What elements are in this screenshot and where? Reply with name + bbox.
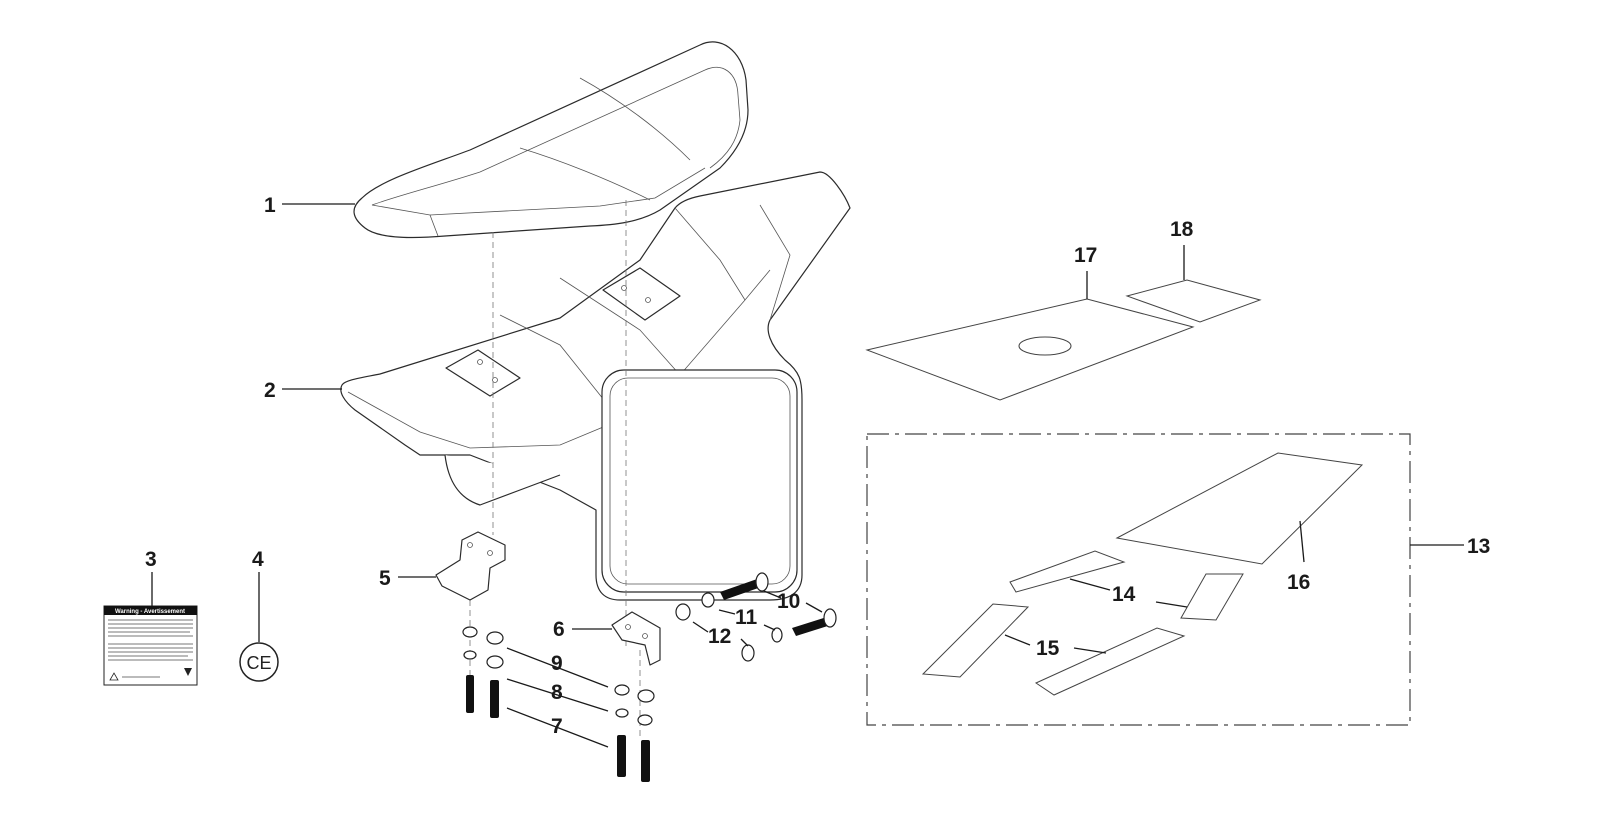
label-16: 16 [1287, 571, 1310, 594]
sticker-16 [1115, 452, 1364, 565]
label-1: 1 [264, 194, 276, 217]
sticker-14a [1009, 550, 1126, 593]
sticker-15b [1034, 627, 1186, 696]
label-17: 17 [1074, 244, 1097, 267]
fasteners-left [462, 626, 504, 718]
leader-lines [151, 203, 1464, 748]
label-9: 9 [551, 652, 563, 675]
warning-label-part: Warning - Avertissement [103, 605, 198, 686]
sheet-part-17 [865, 298, 1195, 401]
label-8: 8 [551, 681, 563, 704]
fasteners-right [614, 572, 837, 782]
brand-logo-icon [184, 668, 192, 676]
ce-mark-text: CE [246, 653, 271, 673]
label-5: 5 [379, 567, 391, 590]
ce-mark-part: CE [239, 642, 279, 682]
sheet-part-18 [1125, 279, 1262, 323]
label-12: 12 [708, 625, 731, 648]
warning-triangle-icon [109, 672, 119, 681]
label-3: 3 [145, 548, 157, 571]
label-14: 14 [1112, 583, 1136, 606]
bracket-part-5 [435, 531, 506, 601]
label-10: 10 [777, 590, 800, 613]
label-2: 2 [264, 379, 276, 402]
label-15: 15 [1036, 637, 1060, 660]
seat-part [353, 41, 749, 239]
sticker-14b [1180, 573, 1244, 621]
label-11: 11 [735, 606, 758, 629]
label-4: 4 [252, 548, 264, 571]
label-6: 6 [553, 618, 565, 641]
bracket-part-6 [611, 611, 661, 666]
label-13: 13 [1467, 535, 1490, 558]
part-number-labels: 1 2 3 4 5 6 7 8 9 10 11 12 13 14 15 16 1… [145, 194, 1490, 738]
sticker-15a [921, 603, 1030, 678]
label-18: 18 [1170, 218, 1194, 241]
label-7: 7 [551, 715, 563, 738]
sticker-kit-box [866, 433, 1411, 726]
warning-label-heading: Warning - Avertissement [115, 609, 185, 615]
tail-fender-part [340, 171, 851, 601]
